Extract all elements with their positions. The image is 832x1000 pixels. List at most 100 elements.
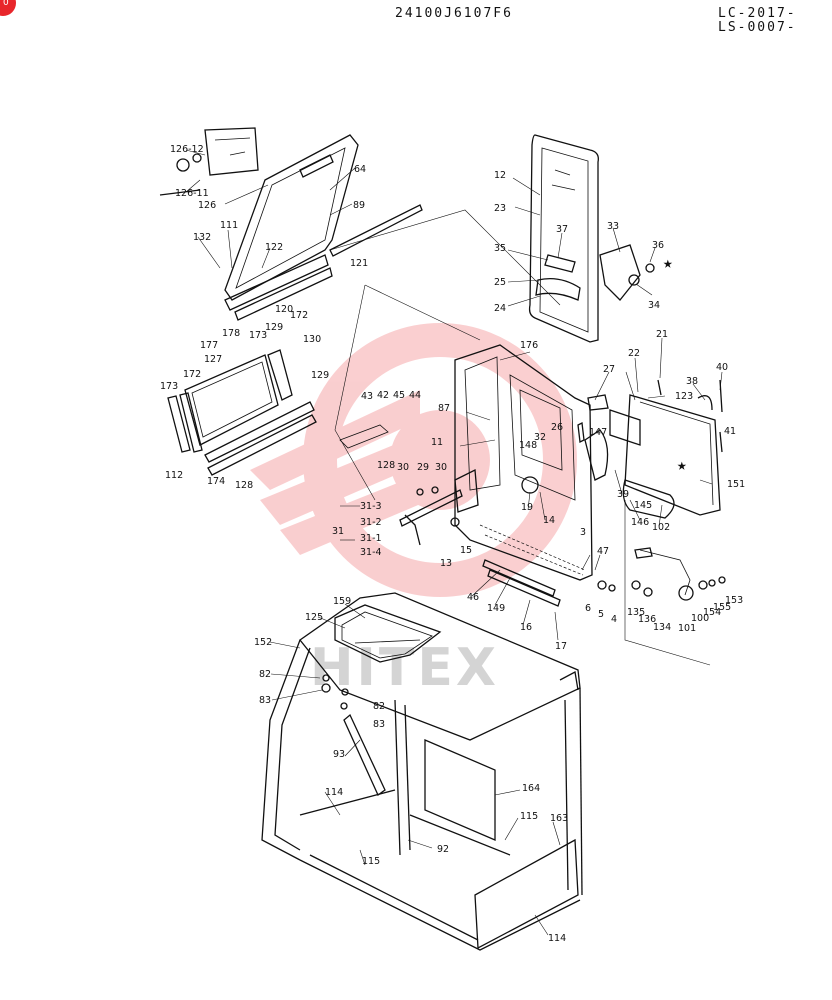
callout: 11: [431, 437, 443, 448]
callout: 15: [460, 545, 472, 556]
star-icon: ★: [663, 253, 673, 272]
callout: 112: [165, 470, 183, 481]
callout: 126: [198, 200, 216, 211]
callout: 115: [362, 856, 380, 867]
reference-code-1: LC-2017-: [718, 6, 797, 21]
callout: 38: [686, 376, 698, 387]
callout: 64: [354, 164, 366, 175]
callout: 128: [377, 460, 395, 471]
callout: 132: [193, 232, 211, 243]
callout: 155: [713, 602, 731, 613]
callout: 114: [325, 787, 343, 798]
callout: 178: [222, 328, 240, 339]
callout: 115: [520, 811, 538, 822]
callout: 25: [494, 277, 506, 288]
callout: 36: [652, 240, 664, 251]
callout: 12: [494, 170, 506, 181]
callout: 120: [275, 304, 293, 315]
callout: 136: [638, 614, 656, 625]
callout: 33: [607, 221, 619, 232]
callout: 164: [522, 783, 540, 794]
callout: 129: [265, 322, 283, 333]
callout: 31-3: [360, 501, 382, 512]
callout: 39: [617, 489, 629, 500]
star-icon: ★: [677, 455, 687, 474]
callout: 163: [550, 813, 568, 824]
callout: 149: [487, 603, 505, 614]
callout: 147: [589, 427, 607, 438]
callout: 83: [373, 719, 385, 730]
callout: 5: [598, 609, 604, 620]
callout: 152: [254, 637, 272, 648]
callout: 134: [653, 622, 671, 633]
callout: 82: [373, 701, 385, 712]
callout: 83: [259, 695, 271, 706]
upper-window-frame: [159, 127, 423, 321]
callout: 128: [235, 480, 253, 491]
callout: 16: [520, 622, 532, 633]
callout: 92: [437, 844, 449, 855]
callout: 31-4: [360, 547, 382, 558]
callout: 22: [628, 348, 640, 359]
callout: 93: [333, 749, 345, 760]
callout: 47: [597, 546, 609, 557]
door-latch-plate: [584, 379, 723, 519]
callout: 43: [361, 391, 373, 402]
callout: 114: [548, 933, 566, 944]
rear-glass-panel: [528, 134, 655, 343]
callout: 6: [585, 603, 591, 614]
callout: 26: [551, 422, 563, 433]
callout: 148: [519, 440, 537, 451]
callout: 14: [543, 515, 555, 526]
callout: 101: [678, 623, 696, 634]
callout: 27: [603, 364, 615, 375]
corner-badge: 0: [0, 0, 16, 16]
callout: 30: [397, 462, 409, 473]
callout: 42: [377, 390, 389, 401]
callout: 123: [675, 391, 693, 402]
callout: 23: [494, 203, 506, 214]
callout: 126-12: [170, 144, 204, 155]
callout: 31-2: [360, 517, 382, 528]
callout: 111: [220, 220, 238, 231]
callout: 89: [353, 200, 365, 211]
callout: 172: [290, 310, 308, 321]
callout: 122: [265, 242, 283, 253]
callout: 17: [555, 641, 567, 652]
callout: 127: [204, 354, 222, 365]
callout: 37: [556, 224, 568, 235]
callout: 87: [438, 403, 450, 414]
door-handle-linkage: [339, 424, 479, 546]
reference-code-2: LS-0007-: [718, 20, 797, 35]
callout: 34: [648, 300, 660, 311]
callout: 135: [627, 607, 645, 618]
callout: 82: [259, 669, 271, 680]
callout: 41: [724, 426, 736, 437]
callout: 35: [494, 243, 506, 254]
callout: 125: [305, 612, 323, 623]
watermark-text: HITEX: [310, 638, 499, 698]
callout: 32: [534, 432, 546, 443]
door-assembly: [454, 344, 593, 607]
leader-lines: [185, 149, 723, 936]
callout: 159: [333, 596, 351, 607]
callout: 30: [435, 462, 447, 473]
callout: 129: [311, 370, 329, 381]
watermark-gear: [250, 323, 577, 597]
callout: 130: [303, 334, 321, 345]
callout: 3: [580, 527, 586, 538]
callout: 45: [393, 390, 405, 401]
cab-frame: [261, 592, 583, 951]
callout: 153: [725, 595, 743, 606]
callout: 121: [350, 258, 368, 269]
callout: 40: [716, 362, 728, 373]
callout: 145: [634, 500, 652, 511]
callout: 174: [207, 476, 225, 487]
callout: 31: [332, 526, 344, 537]
callout: 19: [521, 502, 533, 513]
callout-labels: 126-12 126-11 126 64 89 132 111 122 121 …: [160, 144, 745, 944]
callout: 173: [160, 381, 178, 392]
callout: 24: [494, 303, 506, 314]
callout: 13: [440, 558, 452, 569]
